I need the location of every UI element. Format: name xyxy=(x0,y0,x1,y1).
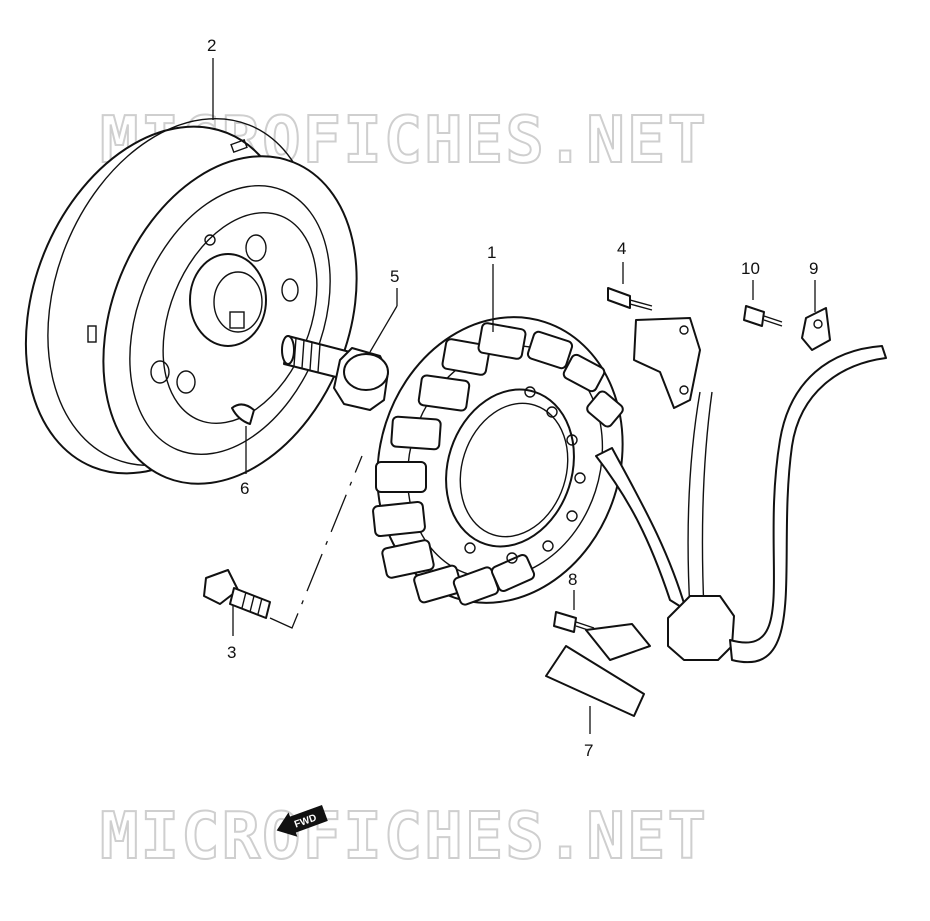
flywheel-rotor xyxy=(24,117,358,485)
callout-8: 8 xyxy=(568,570,577,589)
callout-9: 9 xyxy=(809,259,818,278)
callout-3: 3 xyxy=(227,643,236,662)
clamp-bolt xyxy=(743,305,783,327)
guide-screw xyxy=(553,611,595,633)
watermark-bottom: MICROFICHES.NET xyxy=(100,800,708,874)
pickup-coil xyxy=(607,287,701,409)
stator-bolt xyxy=(203,569,271,619)
callout-2: 2 xyxy=(207,36,216,55)
wire-harness xyxy=(595,345,887,664)
stator-coil xyxy=(372,316,624,606)
leader-lines xyxy=(212,58,816,734)
fwd-arrow-icon: FWD xyxy=(276,804,328,837)
callout-10: 10 xyxy=(741,259,760,278)
callout-4: 4 xyxy=(617,239,626,258)
wire-clamp xyxy=(801,307,831,351)
callout-5: 5 xyxy=(390,267,399,286)
rotor-bolt xyxy=(281,335,389,411)
callout-6: 6 xyxy=(240,479,249,498)
callout-1: 1 xyxy=(487,243,496,262)
callout-7: 7 xyxy=(584,741,593,760)
wire-guide-plate xyxy=(545,623,651,717)
woodruff-key xyxy=(231,403,255,425)
